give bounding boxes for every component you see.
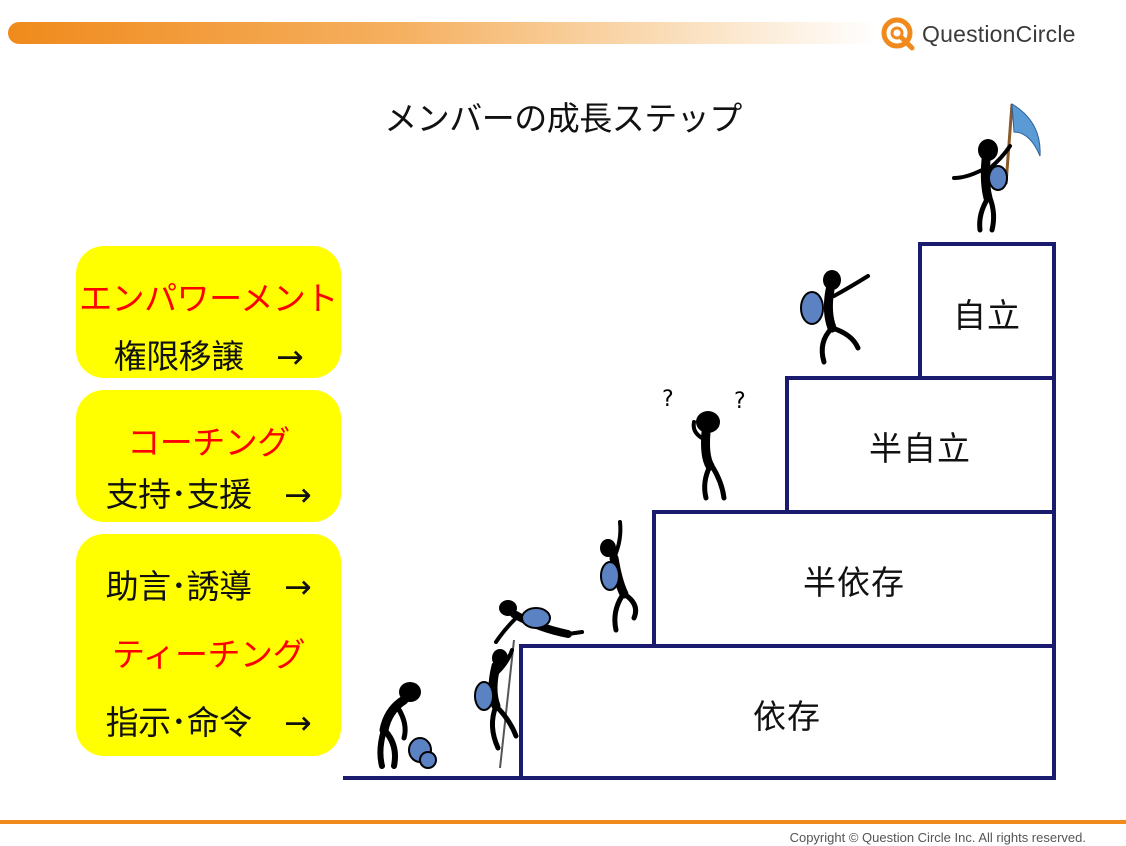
- panel-teaching: 助言･誘導 → ティーチング 指示･命令 →: [76, 534, 341, 756]
- figure-flag-summit-icon: [952, 103, 1041, 233]
- copyright-text: Copyright © Question Circle Inc. All rig…: [789, 830, 1086, 845]
- panel-teaching-advice: 助言･誘導 →: [105, 567, 312, 606]
- figure-reaching-icon: [600, 520, 639, 633]
- step-dependent-label: 依存: [753, 697, 821, 736]
- panel-teaching-sub: 指示･命令 →: [105, 703, 312, 742]
- panel-teaching-heading: ティーチング: [111, 635, 306, 674]
- slide-title: メンバーの成長ステップ: [384, 99, 742, 138]
- svg-text:?: ?: [662, 387, 674, 412]
- ground-line: [343, 776, 523, 780]
- figure-climbing-rope-icon: [474, 640, 519, 769]
- step-independent: [918, 242, 1056, 380]
- figure-sitting-icon: [377, 682, 437, 769]
- panel-coaching: コーチング 支持･支援 →: [76, 390, 341, 522]
- svg-text:?: ?: [734, 389, 746, 414]
- step-semi-dependent: [652, 510, 1056, 648]
- step-semi-independent-label: 半自立: [869, 429, 971, 468]
- panel-coaching-sub: 支持･支援 →: [105, 475, 312, 514]
- panel-empowerment-heading: エンパワーメント: [79, 279, 338, 318]
- q-circle-logo-icon: [881, 17, 915, 51]
- logo: QuestionCircle: [880, 14, 1076, 54]
- panel-empowerment-sub: 権限移譲 →: [113, 337, 304, 376]
- step-semi-dependent-label: 半依存: [803, 563, 905, 602]
- footer-line: [0, 820, 1126, 824]
- step-independent-label: 自立: [953, 296, 1021, 335]
- figure-stepping-icon: [800, 270, 870, 365]
- figure-thinking-icon: ? ?: [662, 387, 746, 501]
- header-gradient-bar: [8, 22, 878, 44]
- panel-coaching-heading: コーチング: [127, 423, 290, 462]
- logo-text: QuestionCircle: [922, 20, 1076, 47]
- figure-crawling-icon: [494, 600, 584, 644]
- panel-empowerment: エンパワーメント 権限移譲 →: [76, 246, 341, 378]
